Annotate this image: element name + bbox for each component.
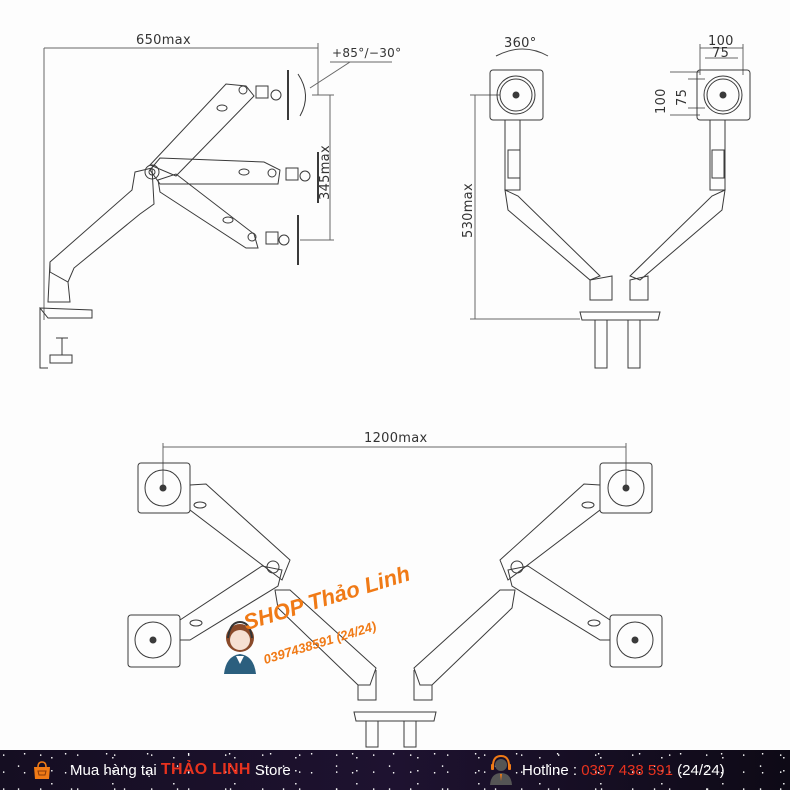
shopping-bag-icon — [34, 761, 50, 779]
hotline-label: Hotline : — [522, 761, 582, 779]
vesa-outer-height-label: 100 — [654, 88, 669, 114]
vesa-outer-width-label: 100 — [708, 34, 734, 49]
footer-prefix: Mua hàng tại — [70, 761, 161, 779]
store-footer-banner: Mua hàng tại THẢO LINH Store Hotline : 0… — [0, 750, 790, 790]
side-width-label: 650max — [136, 33, 191, 48]
footer-brand: THẢO LINH — [160, 761, 251, 778]
product-diagram: 650max +85°/−30° 345max 360° 530max 100 … — [38, 33, 751, 748]
rotation-label: 360° — [504, 36, 537, 51]
hotline-number[interactable]: 0397 438 591 — [581, 761, 673, 779]
front-height-label: 530max — [461, 183, 476, 238]
store-tagline: Mua hàng tại THẢO LINH Store — [32, 750, 291, 790]
hotline: Hotline : 0397 438 591 (24/24) — [488, 750, 725, 790]
side-height-label: 345max — [318, 145, 333, 200]
tilt-angle-label: +85°/−30° — [332, 46, 402, 60]
side-view-drawing — [38, 43, 392, 369]
hotline-hours: (24/24) — [672, 761, 725, 779]
span-width-label: 1200max — [364, 431, 428, 446]
vesa-inner-width-label: 75 — [712, 46, 730, 61]
support-agent-icon — [490, 755, 512, 785]
footer-suffix: Store — [250, 761, 291, 779]
vesa-inner-height-label: 75 — [675, 88, 690, 106]
monitor-arm-line-drawing — [38, 43, 751, 748]
support-agent-icon — [224, 620, 256, 674]
front-view-drawing — [470, 44, 751, 369]
shop-watermark: SHOP Thảo Linh 0397438591 (24/24) — [218, 561, 438, 698]
top-view-drawing — [127, 443, 663, 748]
